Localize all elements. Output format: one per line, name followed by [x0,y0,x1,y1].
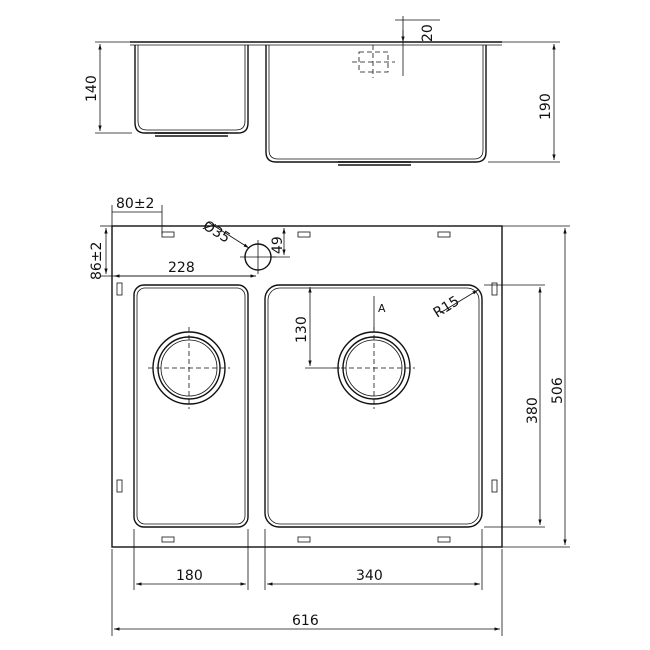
section-mark: A [378,302,386,315]
dim-edge-offset: 86±2 [89,242,105,280]
plan-view: 80±2 Ø35 49 86±2 228 130 A R15 380 [89,196,570,636]
mounting-clips [116,231,498,543]
side-large-bowl [265,45,487,163]
dim-overall-width: 616 [292,613,319,629]
sink-deck-outline [111,225,503,548]
right-drain [333,327,415,409]
dim-bowl-depth: 380 [525,397,541,424]
dim-left-bowl-to-tap: 228 [168,260,195,276]
dim-left-bowl-width: 180 [176,568,203,584]
left-bowl [133,284,249,528]
right-bowl [264,284,483,528]
dim-side-right-depth: 190 [538,93,554,120]
dim-tap-diameter: Ø35 [200,218,233,247]
left-drain [148,327,230,409]
dim-overall-depth: 506 [550,377,566,404]
dim-side-top-offset: 20 [420,24,436,42]
side-view: 20 140 190 [84,16,560,166]
dim-right-bowl-width: 340 [356,568,383,584]
dim-tap-offset-y: 49 [270,236,286,254]
dim-tap-offset-x: 80±2 [116,196,154,212]
dim-side-left-depth: 140 [84,75,100,102]
dim-corner-radius: R15 [431,293,463,321]
side-tap-hole [358,51,389,73]
side-small-bowl [134,45,249,134]
dim-drain-offset: 130 [294,316,310,343]
